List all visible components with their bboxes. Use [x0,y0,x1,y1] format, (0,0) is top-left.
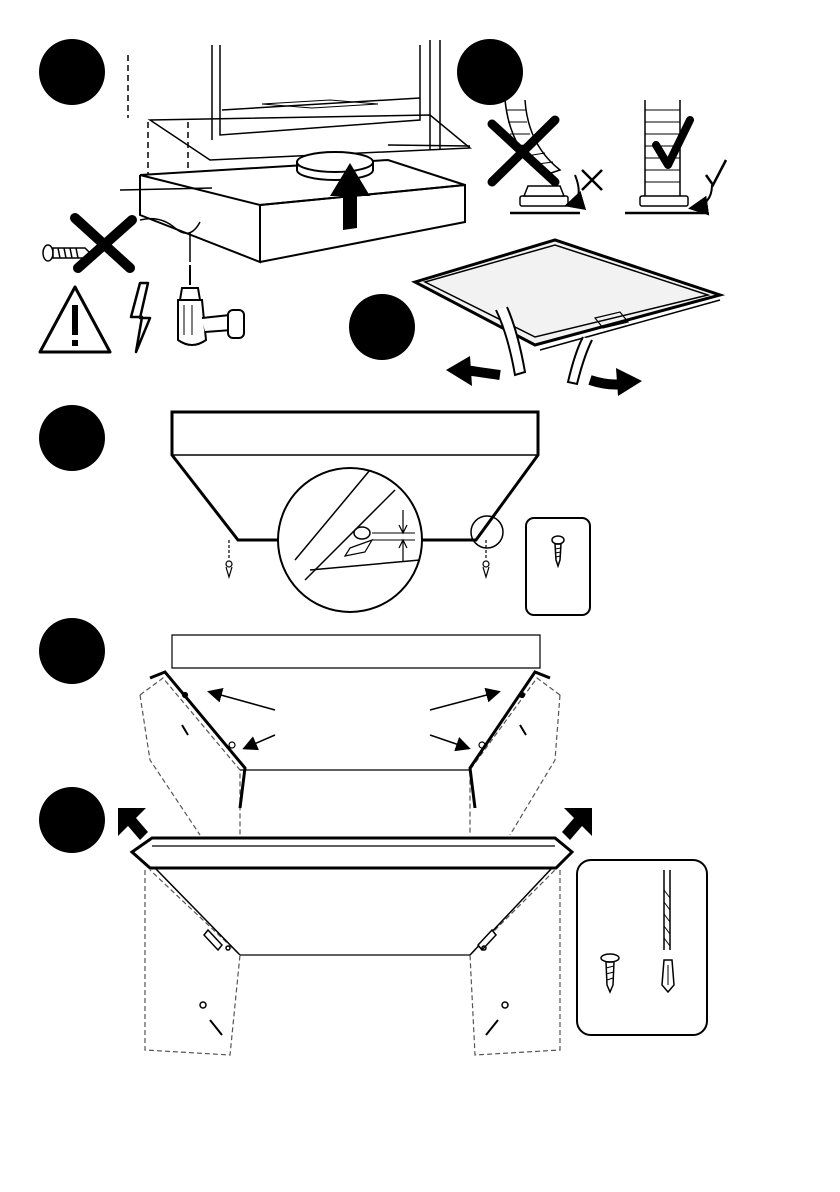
left-wall-anchors [200,930,230,1035]
screw-drill-bit-anchor-inset-icon [577,860,707,1035]
power-drill-icon [178,265,244,345]
lightning-bolt-icon [131,283,150,352]
magnified-screw-detail [278,468,422,612]
step-6-badge [39,787,105,853]
pointer-arrow-left-upper [210,692,275,710]
down-arrow-right [562,808,592,840]
wrong-duct-cross-icon [492,100,602,213]
wall-screw-icon [601,954,619,992]
mounting-rail [132,838,572,868]
step-6-illustration [118,808,592,1055]
step-4-badge [39,405,105,471]
wall-anchor-icon [662,960,674,992]
pointer-arrow-right-upper [430,692,498,710]
hood-body [140,152,465,262]
wall-cabinet [128,40,470,175]
step-3-grease-filter [415,240,720,396]
step-5-badge [39,618,105,684]
pointer-arrow-left-lower [245,735,275,748]
step-5-illustration [140,635,560,835]
right-wall-anchors [478,930,508,1035]
step-1-badge [39,39,105,105]
step-1-illustration [120,40,470,262]
step-3-badge [349,294,415,360]
step-2-badge [457,39,523,105]
mounting-screw-right [483,540,489,577]
screw-inset-icon [526,518,590,615]
pointer-arrow-right-lower [430,735,468,748]
mounting-screw-left [226,540,232,577]
crossed-out-screw-icon [43,218,132,268]
filter-seal-strip-right [568,337,592,384]
down-arrow-left [118,808,148,840]
drill-bit-icon [664,870,670,950]
correct-duct-check-icon [625,100,726,213]
warning-triangle-icon [40,287,110,352]
step-4-illustration [172,412,538,612]
left-side-panel [140,672,245,835]
